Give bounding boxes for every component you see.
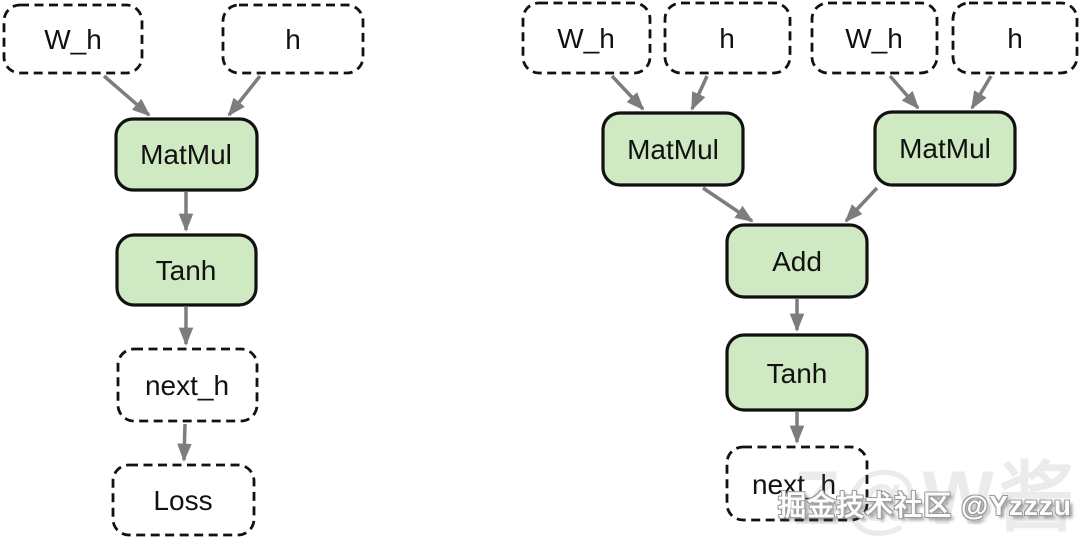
node-label: Loss [153, 485, 212, 516]
node-label: next_h [145, 370, 229, 401]
left-graph: W_h h MatMul Tanh next_h Loss [2, 3, 365, 537]
node-box [521, 1, 652, 75]
node-loss: Loss [111, 463, 256, 537]
node-label: next_h [752, 469, 836, 500]
edge-matmul1-to-add [702, 186, 754, 223]
node-label: Add [772, 246, 822, 277]
node-box [725, 333, 869, 412]
node-matmul-1: MatMul [601, 111, 745, 187]
edge-h1-to-matmul1 [690, 75, 709, 111]
node-box [725, 445, 869, 522]
node-wh-1: W_h [521, 1, 652, 75]
right-graph: W_h h W_h h MatMul MatMul [521, 1, 1079, 522]
node-wh: W_h [2, 3, 144, 75]
node-box [810, 1, 939, 75]
node-tanh: Tanh [115, 233, 258, 307]
edge-wh-to-matmul [102, 74, 151, 117]
node-box [725, 223, 869, 299]
node-box [873, 110, 1017, 187]
edge-wh2-to-matmul2 [888, 74, 920, 110]
node-label: h [285, 24, 301, 55]
node-box [663, 1, 792, 75]
edge-h-to-matmul [227, 74, 262, 117]
node-label: MatMul [899, 133, 991, 164]
node-nexth: next_h [116, 347, 259, 423]
node-box [116, 347, 259, 423]
edge-nexth-to-loss [177, 423, 192, 462]
edge-wh1-to-matmul1 [610, 74, 645, 111]
node-label: MatMul [140, 139, 232, 170]
node-box [111, 463, 256, 537]
node-label: Tanh [156, 255, 217, 286]
node-wh-2: W_h [810, 1, 939, 75]
node-nexth: next_h [725, 445, 869, 522]
node-label: W_h [557, 23, 615, 54]
node-label: Tanh [767, 358, 828, 389]
node-tanh: Tanh [725, 333, 869, 412]
node-box [2, 3, 144, 75]
node-h: h [221, 3, 365, 75]
node-h-1: h [663, 1, 792, 75]
node-box [601, 111, 745, 187]
node-box [115, 233, 258, 307]
edge-h2-to-matmul2 [970, 75, 993, 110]
node-box [221, 3, 365, 75]
node-label: W_h [44, 24, 102, 55]
node-add: Add [725, 223, 869, 299]
node-h-2: h [951, 1, 1079, 75]
node-label: h [719, 23, 735, 54]
node-matmul-2: MatMul [873, 110, 1017, 187]
node-label: MatMul [627, 134, 719, 165]
node-box [114, 117, 259, 192]
node-label: W_h [845, 23, 903, 54]
node-matmul: MatMul [114, 117, 259, 192]
node-box [951, 1, 1079, 75]
edge-matmul2-to-add [844, 186, 879, 223]
node-label: h [1007, 23, 1023, 54]
